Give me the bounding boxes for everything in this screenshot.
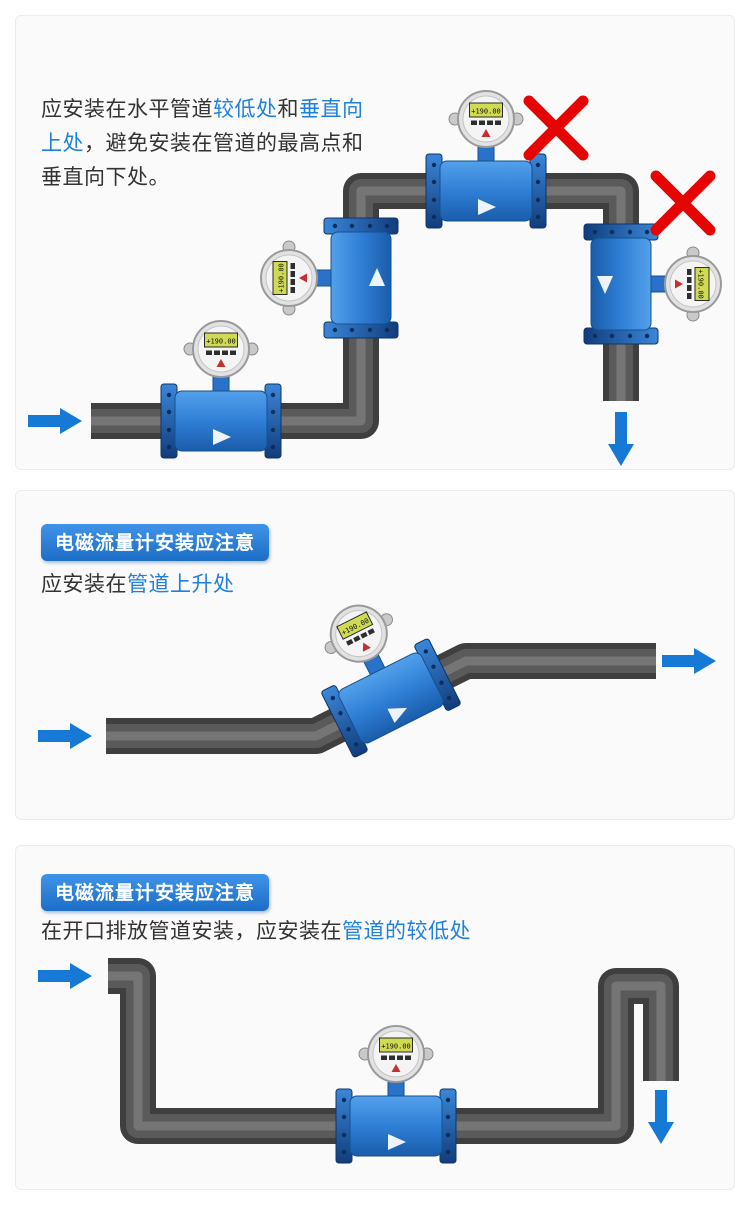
instruction-highlight: 较低处 xyxy=(213,97,278,121)
inflow-arrow xyxy=(28,408,82,434)
panel1-diagram xyxy=(28,90,722,466)
instruction-segment: 应安装在水平管道 xyxy=(41,97,213,121)
instruction-highlight: 管道的较低处 xyxy=(342,919,471,943)
product-install-guide-page: { "meter": { "display_value": "+190.00" … xyxy=(0,15,750,1216)
meter-vertical-up-correct xyxy=(260,217,399,339)
instruction-segment: ，避免安装在管道的最高点和垂直向下处。 xyxy=(41,131,364,190)
panel3-diagram xyxy=(38,958,679,1164)
panel2-diagram xyxy=(38,580,716,759)
pipe-run xyxy=(108,958,679,1144)
panel-rising-pipe-rule: 电磁流量计安装应注意 应安装在管道上升处 xyxy=(15,490,735,820)
meter-horizontal-low-correct xyxy=(160,320,282,459)
outflow-down-arrow xyxy=(608,412,634,466)
panel2-instruction-text: 应安装在管道上升处 xyxy=(41,567,235,601)
panel-open-discharge-rule: 电磁流量计安装应注意 在开口排放管道安装，应安装在管道的较低处 xyxy=(15,845,735,1190)
notice-badge: 电磁流量计安装应注意 xyxy=(41,524,270,561)
meter-at-low-section-correct xyxy=(335,1025,457,1164)
wrong-mark-vertical-down xyxy=(656,176,710,230)
instruction-highlight: 垂直向上处 xyxy=(41,97,364,156)
meter-vertical-down-wrong xyxy=(583,223,722,345)
panel1-instruction-text: 应安装在水平管道较低处和垂直向上处，避免安装在管道的最高点和垂直向下处。 xyxy=(41,92,379,194)
instruction-segment: 和 xyxy=(277,97,299,121)
instruction-highlight: 管道上升处 xyxy=(127,572,235,596)
wrong-mark-highest-point xyxy=(529,101,583,155)
inflow-arrow xyxy=(38,723,92,749)
open-discharge-down-arrow xyxy=(648,1090,674,1144)
panel3-instruction-text: 在开口排放管道安装，应安装在管道的较低处 xyxy=(41,914,471,948)
notice-badge: 电磁流量计安装应注意 xyxy=(41,874,270,911)
inflow-arrow xyxy=(38,963,92,989)
instruction-segment: 在开口排放管道安装，应安装在 xyxy=(41,919,342,943)
instruction-segment: 应安装在 xyxy=(41,572,127,596)
panel-horizontal-pipe-rules: 应安装在水平管道较低处和垂直向上处，避免安装在管道的最高点和垂直向下处。 xyxy=(15,15,735,470)
outflow-arrow xyxy=(662,648,716,674)
